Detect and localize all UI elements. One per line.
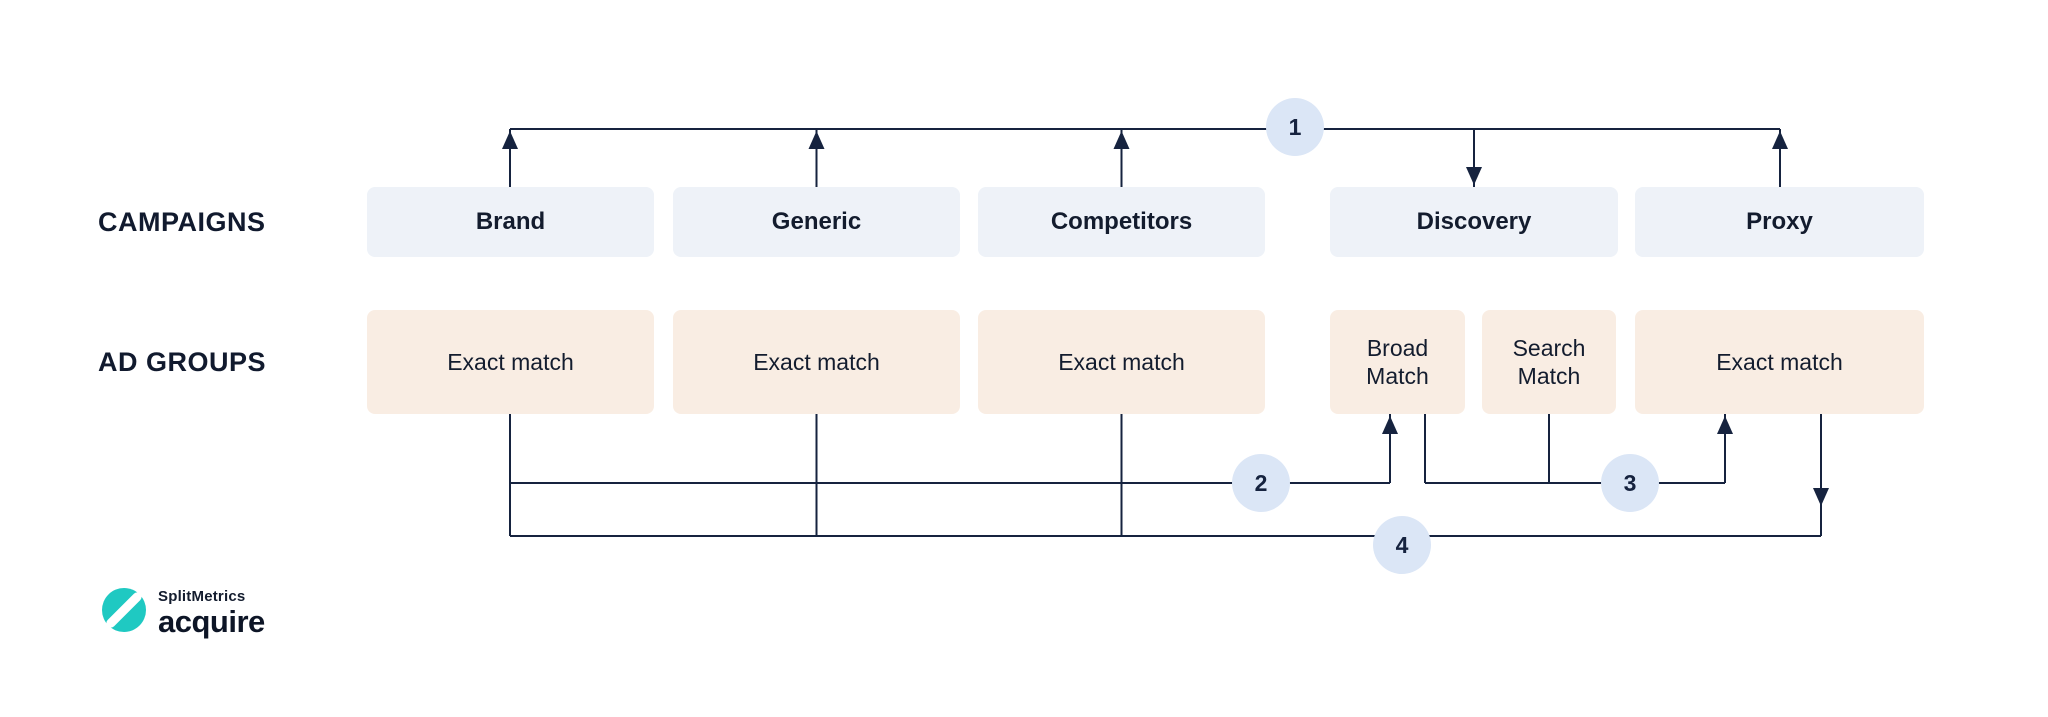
ad-groups-row-label: AD GROUPS (98, 346, 267, 377)
ad-group-box-generic-exact-match: Exact match (673, 310, 960, 414)
campaigns-row-label: CAMPAIGNS (98, 206, 266, 237)
logo-text: SplitMetrics acquire (158, 586, 265, 637)
campaign-box-proxy: Proxy (1635, 187, 1924, 257)
ad-group-box-competitors-exact-match: Exact match (978, 310, 1265, 414)
splitmetrics-acquire-logo: SplitMetrics acquire (100, 586, 265, 637)
campaign-box-brand: Brand (367, 187, 654, 257)
arrow-up-exact-match-proxy (1717, 416, 1733, 434)
arrow-up-broad-match (1382, 416, 1398, 434)
ad-group-box-proxy-exact-match: Exact match (1635, 310, 1924, 414)
logo-company-name: SplitMetrics (158, 588, 246, 605)
arrow-down-discovery (1466, 167, 1482, 185)
step-badge-2: 2 (1232, 454, 1290, 512)
connector-paths (509, 128, 1822, 537)
campaign-box-discovery: Discovery (1330, 187, 1618, 257)
arrowheads (502, 131, 1829, 506)
arrow-down-proxy-right (1813, 488, 1829, 506)
arrow-up-brand (502, 131, 518, 149)
splitmetrics-logo-icon (102, 588, 146, 632)
step-badge-1: 1 (1266, 98, 1324, 156)
step-badge-3: 3 (1601, 454, 1659, 512)
ad-group-box-broad-match: Broad Match (1330, 310, 1465, 414)
campaign-box-generic: Generic (673, 187, 960, 257)
arrow-up-generic (808, 131, 825, 149)
campaign-box-competitors: Competitors (978, 187, 1265, 257)
arrow-up-competitors (1113, 131, 1130, 149)
step-badge-4: 4 (1373, 516, 1431, 574)
arrow-up-proxy (1772, 131, 1788, 149)
ad-group-box-search-match: Search Match (1482, 310, 1616, 414)
logo-product-name: acquire (158, 604, 265, 639)
ad-group-box-brand-exact-match: Exact match (367, 310, 654, 414)
